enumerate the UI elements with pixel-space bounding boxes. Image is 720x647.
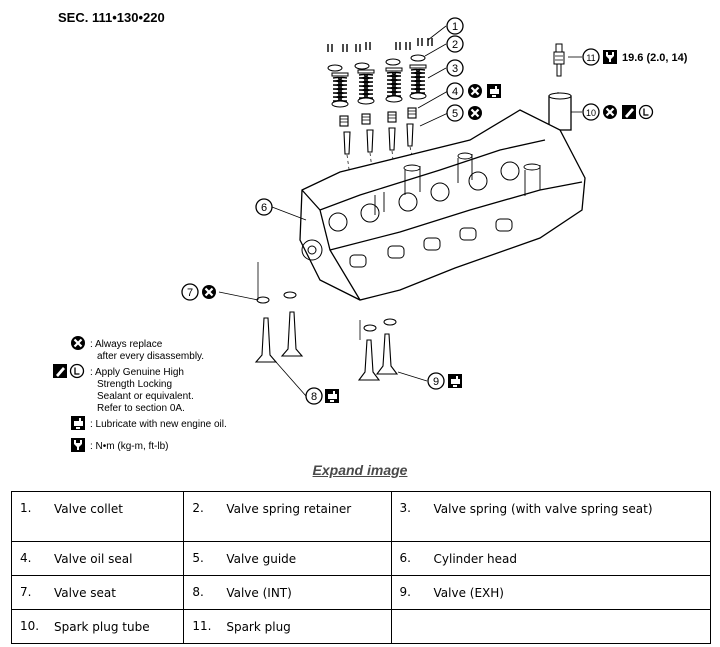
valve-guides bbox=[343, 123, 414, 155]
table-cell: 5.Valve guide bbox=[183, 541, 392, 576]
locking-sealant-icon bbox=[69, 363, 85, 379]
svg-text:6: 6 bbox=[261, 202, 267, 214]
always-replace-icon bbox=[466, 104, 484, 122]
table-row: 1.Valve collet 2.Valve spring retainer 3… bbox=[10, 491, 712, 542]
spark-plug-torque: 19.6 (2.0, 14) bbox=[622, 52, 688, 64]
spring-retainers bbox=[327, 54, 426, 72]
callout-1: 1 bbox=[446, 17, 464, 35]
parts-table: 1.Valve collet 2.Valve spring retainer 3… bbox=[10, 491, 712, 644]
table-row: 4.Valve oil seal 5.Valve guide 6.Cylinde… bbox=[10, 541, 712, 576]
table-cell: 2.Valve spring retainer bbox=[183, 491, 392, 542]
sealant-icon bbox=[622, 105, 636, 119]
callout-9: 9 bbox=[427, 372, 462, 390]
legend: : Always replace after every disassembly… bbox=[53, 334, 227, 452]
svg-text:9: 9 bbox=[433, 376, 439, 388]
svg-text:: Always replace: : Always replace bbox=[90, 339, 163, 350]
always-replace-icon bbox=[69, 334, 87, 352]
table-cell bbox=[390, 609, 712, 644]
valve-seats bbox=[256, 291, 397, 332]
callout-3: 3 bbox=[446, 59, 464, 77]
table-cell: 6.Cylinder head bbox=[390, 541, 712, 576]
svg-text:after every disassembly.: after every disassembly. bbox=[97, 351, 204, 362]
oil-can-icon bbox=[487, 84, 501, 98]
exploded-diagram: SEC. 111•130•220 bbox=[53, 10, 688, 452]
svg-text:5: 5 bbox=[452, 108, 458, 120]
callout-10: 10 bbox=[582, 103, 654, 121]
table-row: 10.Spark plug tube 11.Spark plug bbox=[10, 609, 712, 644]
oil-can-icon bbox=[71, 416, 85, 430]
svg-text:: N•m (kg-m, ft-lb): : N•m (kg-m, ft-lb) bbox=[90, 441, 169, 452]
cylinder-head bbox=[299, 109, 586, 301]
oil-can-icon bbox=[448, 374, 462, 388]
torque-wrench-icon bbox=[603, 50, 617, 64]
section-code: SEC. 111•130•220 bbox=[58, 10, 165, 25]
svg-text:: Apply Genuine High: : Apply Genuine High bbox=[90, 367, 184, 378]
svg-text:4: 4 bbox=[452, 86, 458, 98]
always-replace-icon bbox=[200, 283, 218, 301]
svg-text:3: 3 bbox=[452, 63, 458, 75]
table-cell: 8.Valve (INT) bbox=[183, 575, 392, 610]
spark-plug bbox=[553, 43, 565, 77]
always-replace-icon bbox=[601, 103, 619, 121]
svg-text:8: 8 bbox=[311, 391, 317, 403]
always-replace-icon bbox=[466, 82, 484, 100]
svg-text:Sealant or equivalent.: Sealant or equivalent. bbox=[97, 391, 194, 402]
svg-text:Refer to section 0A.: Refer to section 0A. bbox=[97, 403, 185, 414]
leader-lines bbox=[218, 25, 582, 397]
valves bbox=[254, 311, 399, 381]
callout-11: 11 19.6 (2.0, 14) bbox=[582, 48, 688, 66]
table-cell: 10.Spark plug tube bbox=[10, 609, 185, 644]
spark-plug-tube bbox=[548, 92, 572, 131]
torque-wrench-icon bbox=[71, 438, 85, 452]
callout-2: 2 bbox=[446, 35, 464, 53]
oil-can-icon bbox=[325, 389, 339, 403]
table-row: 7.Valve seat 8.Valve (INT) 9.Valve (EXH) bbox=[10, 575, 712, 610]
svg-text:10: 10 bbox=[586, 108, 596, 118]
svg-text:Strength Locking: Strength Locking bbox=[97, 379, 172, 390]
table-cell: 4.Valve oil seal bbox=[10, 541, 185, 576]
svg-text:: Lubricate with new engine oi: : Lubricate with new engine oil. bbox=[90, 419, 227, 430]
sealant-icon bbox=[53, 364, 67, 378]
callout-5: 5 bbox=[446, 104, 484, 122]
valve-oil-seals bbox=[339, 107, 417, 127]
callout-4: 4 bbox=[446, 82, 501, 100]
svg-text:2: 2 bbox=[452, 39, 458, 51]
callout-7: 7 bbox=[181, 283, 218, 301]
svg-text:7: 7 bbox=[187, 287, 193, 299]
locking-sealant-icon bbox=[638, 104, 654, 120]
table-cell: 1.Valve collet bbox=[10, 491, 185, 542]
table-cell: 9.Valve (EXH) bbox=[390, 575, 712, 610]
table-cell: 11.Spark plug bbox=[183, 609, 392, 644]
table-cell: 7.Valve seat bbox=[10, 575, 185, 610]
callout-8: 8 bbox=[305, 387, 339, 405]
valve-collets bbox=[327, 37, 433, 53]
expand-image-link[interactable]: Expand image bbox=[312, 462, 408, 478]
table-cell: 3.Valve spring (with valve spring seat) bbox=[390, 491, 712, 542]
svg-text:11: 11 bbox=[586, 53, 595, 63]
callout-6: 6 bbox=[255, 198, 273, 216]
valve-springs bbox=[331, 64, 427, 108]
svg-text:1: 1 bbox=[452, 21, 458, 33]
